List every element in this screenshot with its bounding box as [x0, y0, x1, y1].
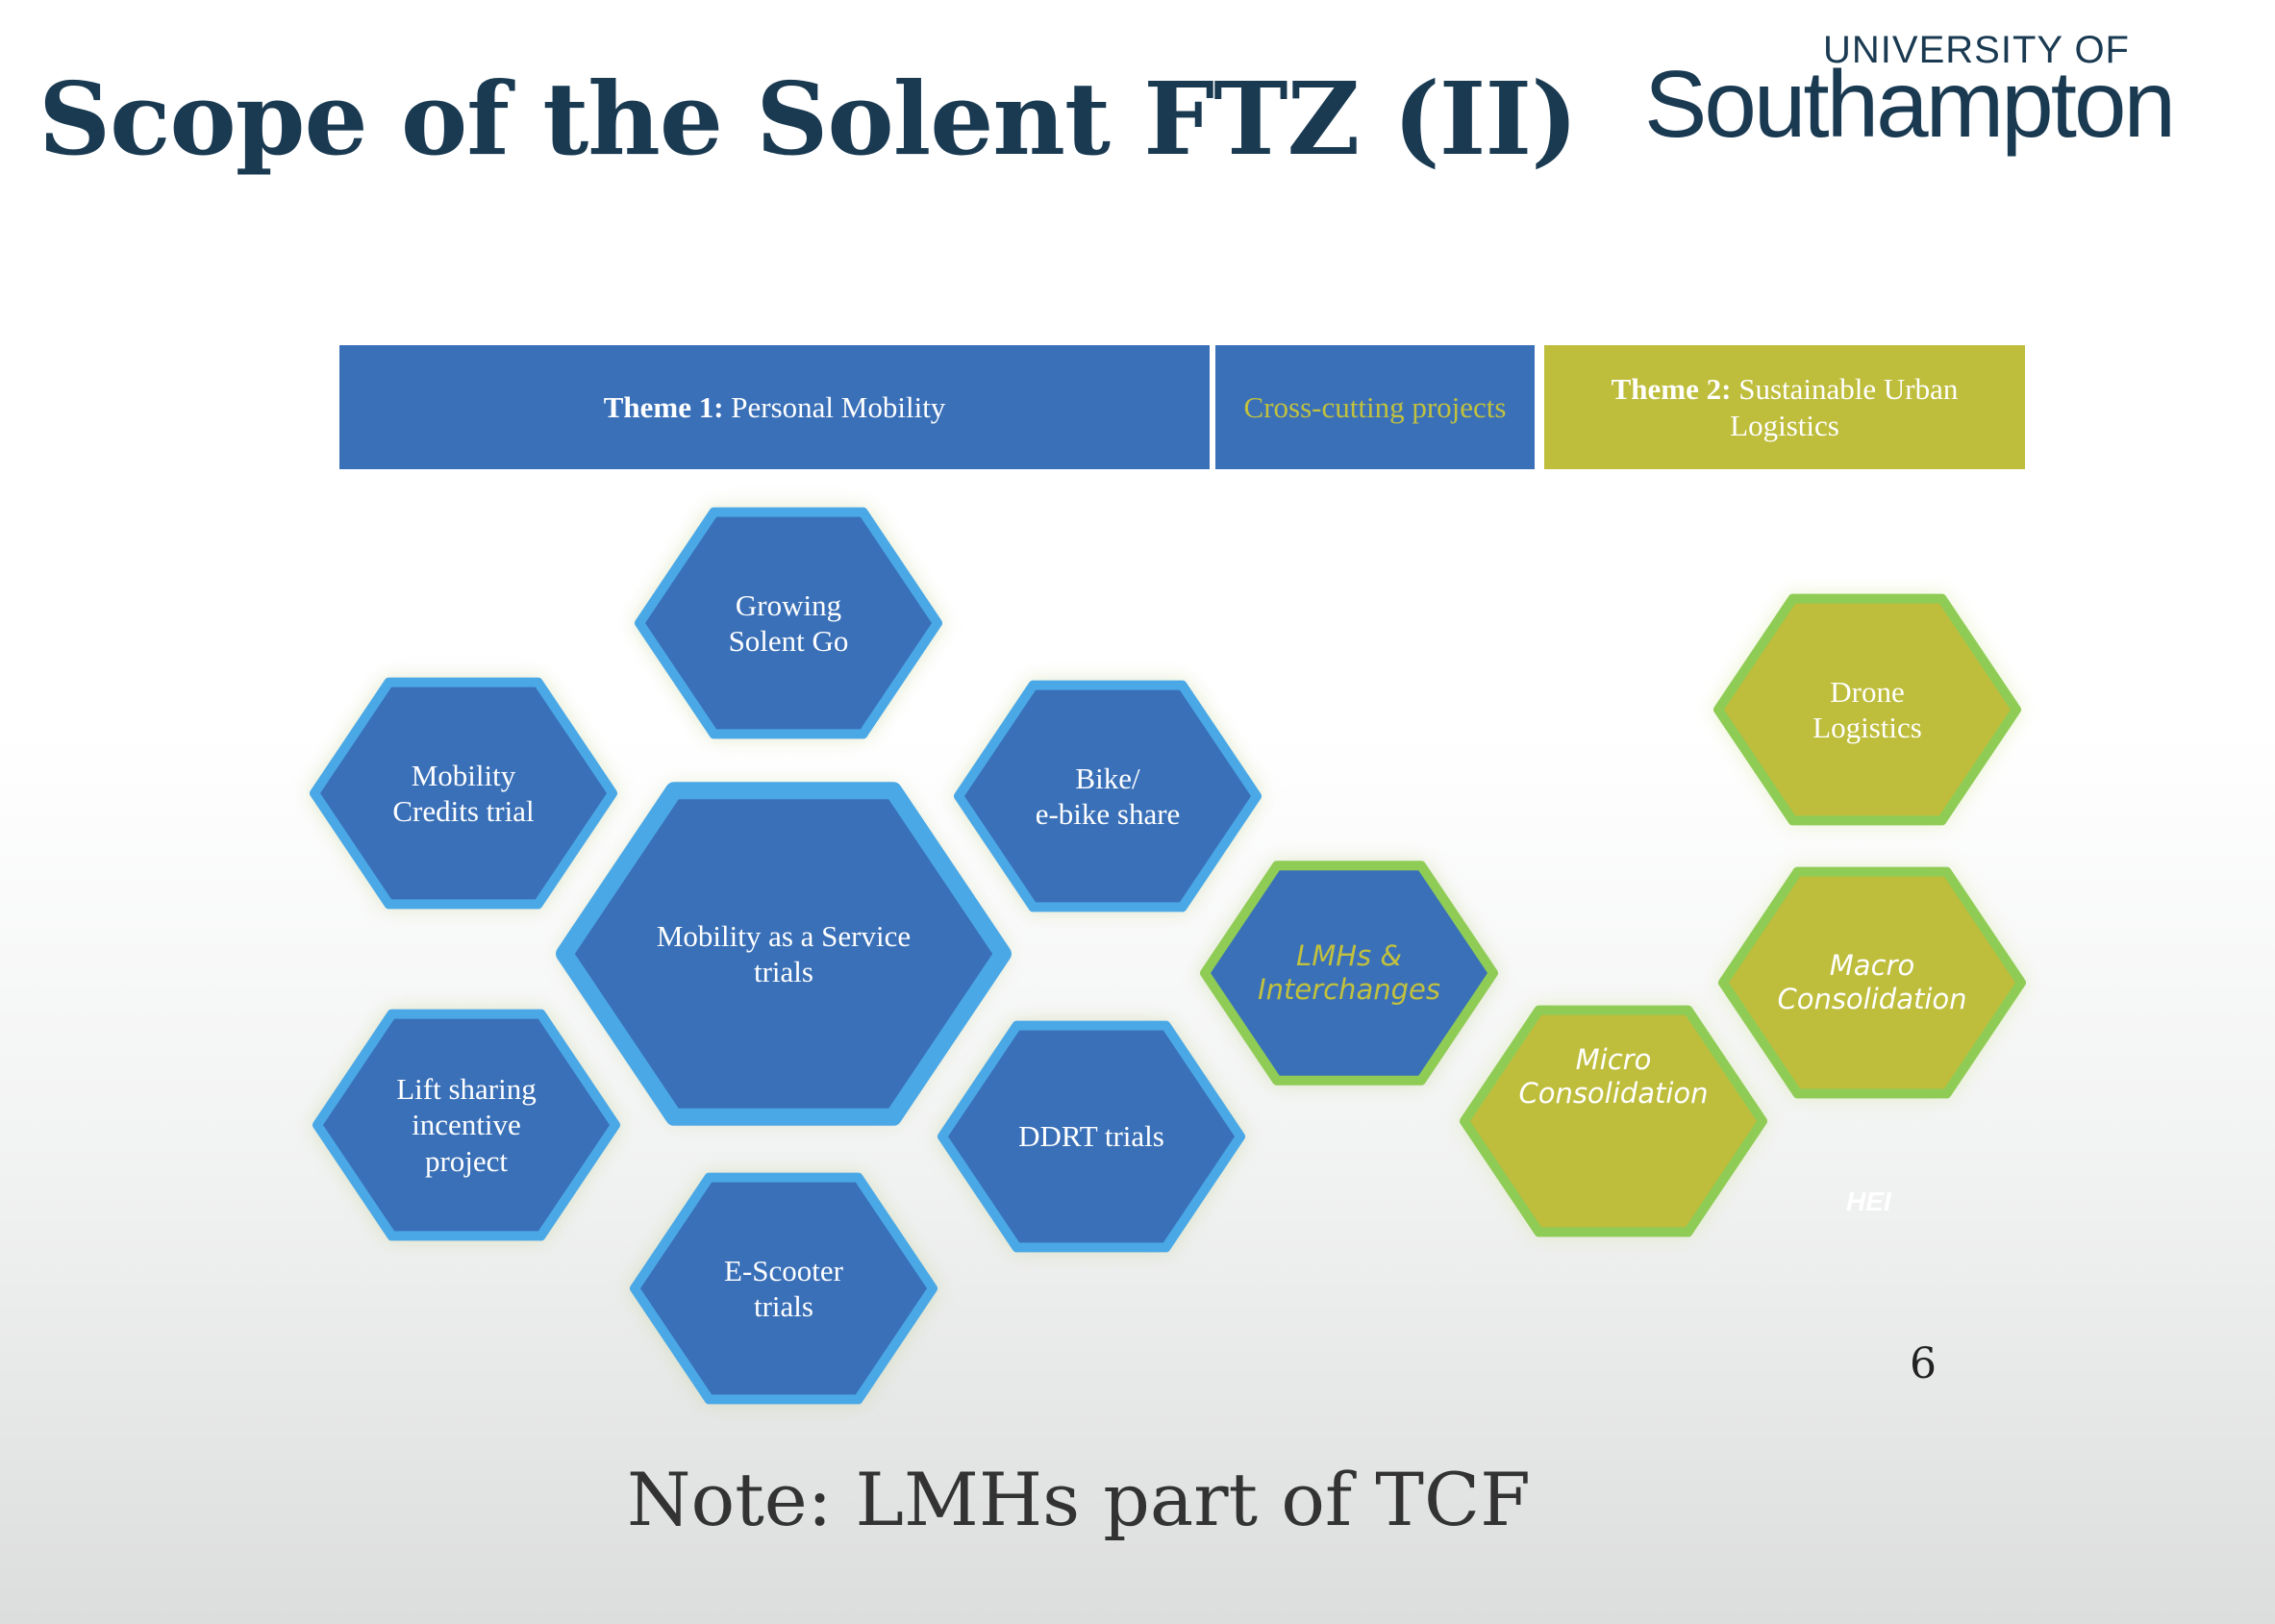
logo-main-line: Southampton	[1644, 51, 2176, 157]
hexagon-label-lift-sharing: Lift sharing incentive project	[396, 1072, 537, 1178]
cross-cutting-header: Cross-cutting projects	[1215, 345, 1535, 469]
theme1-bold: Theme 1:	[603, 389, 724, 424]
hexagon-shape	[954, 680, 1262, 912]
hexagon-ddrt	[937, 1020, 1246, 1253]
hexagon-maas	[556, 782, 1012, 1126]
hexagon-shape	[1713, 593, 2021, 826]
footnote: Note: LMHs part of TCF	[627, 1457, 1531, 1542]
page-number: 6	[1910, 1339, 1937, 1388]
hexagon-label-macro: Macro Consolidation	[1777, 949, 1967, 1015]
hexagon-label-growing-solent-go: Growing Solent Go	[728, 587, 849, 658]
hexagon-lmhs	[1199, 861, 1499, 1086]
hexagon-label-bike-share: Bike/ e-bike share	[1035, 761, 1181, 831]
hexagon-growing-solent-go	[634, 507, 943, 739]
university-logo: UNIVERSITY OF Southampton	[1644, 29, 2202, 163]
hexagon-shape	[1718, 866, 2026, 1099]
hexagon-shape	[312, 1009, 620, 1241]
hexagon-shape	[1200, 861, 1498, 1086]
cross-cutting-text: Cross-cutting projects	[1243, 389, 1507, 424]
hexagon-label-drone: Drone Logistics	[1812, 674, 1922, 744]
theme2-bold: Theme 2:	[1611, 372, 1732, 407]
hexagon-shape	[556, 782, 1012, 1126]
logo-top-line: UNIVERSITY OF	[1823, 29, 2130, 71]
theme1-header: Theme 1: Personal Mobility	[339, 345, 1210, 469]
hei-label: HEI	[1846, 1187, 1891, 1216]
hexagon-lift-sharing	[312, 1009, 621, 1241]
hexagon-shape	[630, 1172, 938, 1405]
hexagon-label-maas: Mobility as a Service trials	[656, 918, 912, 988]
hexagon-shape	[310, 677, 617, 910]
hexagon-shape	[635, 507, 942, 739]
hexagon-label-mobility-credits: Mobility Credits trial	[392, 758, 535, 828]
hexagon-micro	[1459, 1005, 1768, 1237]
slide-title: Scope of the Solent FTZ (II)	[38, 60, 1578, 178]
hexagon-e-scooter	[629, 1172, 938, 1405]
hexagon-label-micro: Micro Consolidation	[1518, 1042, 1709, 1110]
hexagon-label-e-scooter: E-Scooter trials	[724, 1253, 843, 1323]
hexagon-shape	[1460, 1005, 1767, 1237]
hexagon-label-lmhs: LMHs & Interchanges	[1258, 939, 1440, 1006]
hexagon-bike-share	[953, 680, 1262, 912]
hexagon-mobility-credits	[309, 677, 618, 910]
hexagon-shape	[938, 1020, 1245, 1253]
theme1-text: Personal Mobility	[731, 389, 946, 424]
hexagon-macro	[1717, 866, 2027, 1099]
theme2-text: Sustainable Urban Logistics	[1730, 372, 1959, 442]
theme2-header: Theme 2: Sustainable Urban Logistics	[1544, 345, 2025, 469]
hexagon-label-ddrt: DDRT trials	[1018, 1119, 1164, 1154]
hexagon-drone	[1712, 593, 2022, 826]
